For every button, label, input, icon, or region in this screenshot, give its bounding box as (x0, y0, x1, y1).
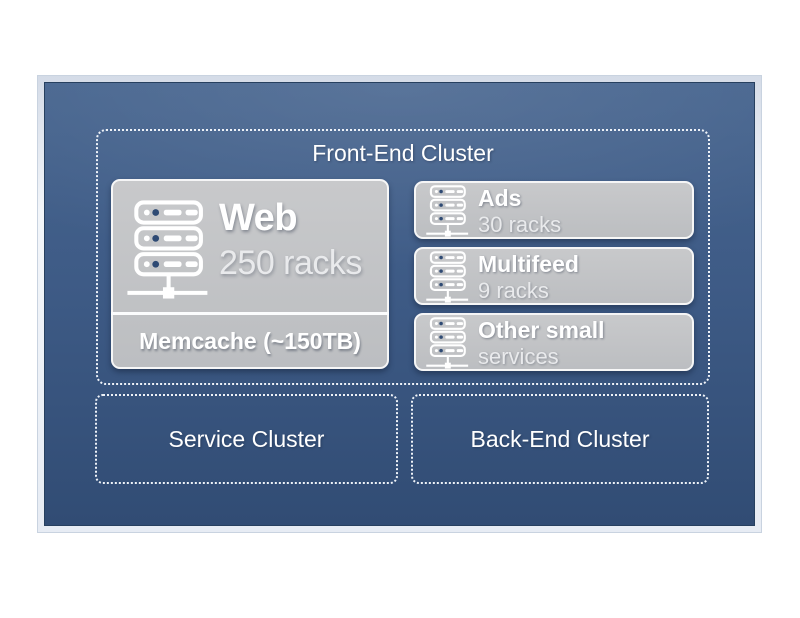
server-rack-icon (425, 251, 469, 306)
service-detail-label: 30 racks (478, 212, 562, 237)
service-name-label: Other small (478, 317, 605, 343)
memcache-label: Memcache (~150TB) (139, 328, 361, 354)
server-rack-icon (125, 200, 209, 305)
service-text-block: Other small services (478, 317, 605, 369)
service-box-ads: Ads 30 racks (414, 181, 694, 239)
slide: Front-End Cluster Web 250 racks Memcache… (44, 82, 755, 526)
web-box: Web 250 racks Memcache (~150TB) (111, 179, 389, 369)
server-rack-icon (425, 317, 469, 372)
service-cluster-box: Service Cluster (95, 394, 398, 484)
divider-line (111, 312, 389, 315)
service-box-multifeed: Multifeed 9 racks (414, 247, 694, 305)
service-name-label: Multifeed (478, 251, 579, 277)
service-text-block: Ads 30 racks (478, 185, 561, 237)
server-rack-icon (425, 185, 469, 240)
service-detail-label: services (478, 344, 559, 369)
web-label: Web (219, 197, 298, 239)
back-end-cluster-box: Back-End Cluster (411, 394, 709, 484)
front-end-cluster-title: Front-End Cluster (312, 140, 494, 166)
service-detail-label: 9 racks (478, 278, 549, 303)
web-text-block: Web 250 racks (219, 195, 362, 285)
service-box-other-small-services: Other small services (414, 313, 694, 371)
web-racks-label: 250 racks (219, 244, 362, 282)
front-end-cluster-box: Front-End Cluster Web 250 racks Memcache… (96, 129, 710, 385)
service-name-label: Ads (478, 185, 522, 211)
service-text-block: Multifeed 9 racks (478, 251, 579, 303)
slide-frame: Front-End Cluster Web 250 racks Memcache… (37, 75, 762, 533)
back-end-cluster-title: Back-End Cluster (470, 425, 650, 452)
service-cluster-title: Service Cluster (168, 425, 325, 452)
web-box-main: Web 250 racks (113, 181, 387, 312)
